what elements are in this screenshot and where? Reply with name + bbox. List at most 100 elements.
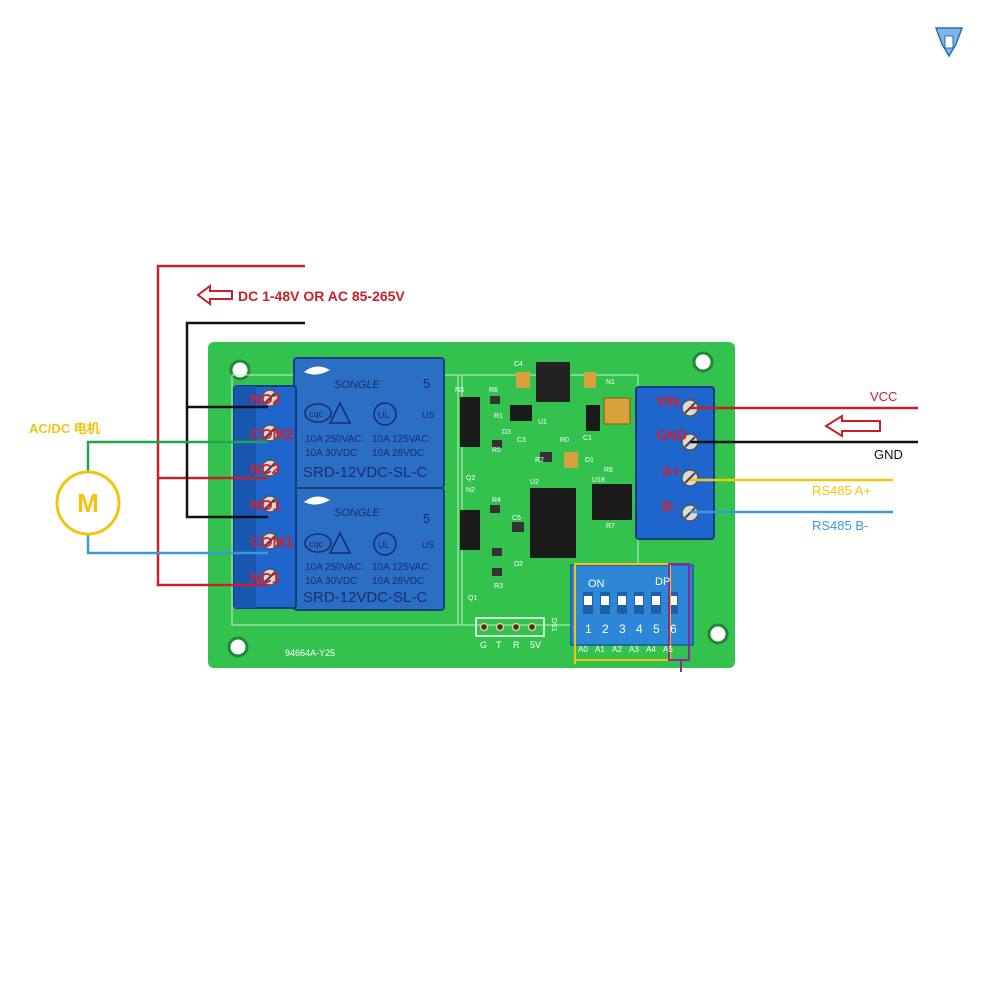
relay-spec: 10A 250VAC [305,434,362,445]
songle-logo-icon [304,496,330,505]
dip-slots [583,592,678,614]
relay-top: SONGLE 5 cqc UL US 10A 250VAC 10A 125VAC… [293,357,445,489]
component-label: R2 [535,457,544,464]
supply-arrow-icon [196,284,233,306]
component-label: R6 [489,387,498,394]
black-supply-wire [185,321,305,519]
component-label: D2 [514,561,523,568]
uart-pin-label: G [480,640,487,650]
component-label: R0 [560,437,569,444]
component-label: D1 [585,457,594,464]
terminal-label-b: B- [662,498,677,514]
relay-cert: cqc [309,409,324,419]
component-label: N3 [455,387,464,394]
dip-highlight-purple [668,563,690,661]
relay-spec: 10A 125VAC [372,434,429,445]
cqc-mark-icon [304,533,332,553]
component-label: C4 [514,361,523,368]
dip-slot[interactable] [668,592,678,614]
relay-spec: 10A 30VDC [305,448,357,459]
terminal-label-nc1: NC1 [250,570,280,587]
relay-bottom: SONGLE 5 cqc UL US 10A 250VAC 10A 125VAC… [293,487,445,611]
vcc-label: VCC [870,389,897,404]
component-label: R7 [606,523,615,530]
dip-address-label: A1 [595,645,605,654]
mount-hole [707,623,729,645]
dip-ds-label: DS1 [550,618,557,632]
component-label: R4 [492,497,501,504]
relay-spec: 10A 28VDC [372,448,424,459]
mount-hole [692,351,714,373]
left-terminal-screws [261,389,279,586]
right-terminal-labels: VIN GND A+ B- [656,393,687,514]
screw-icon [261,568,279,586]
uart-pin-label: R [513,640,520,650]
screw-icon [261,495,279,513]
relay-spec: 10A 250VAC [305,562,362,573]
screw-icon [681,469,699,487]
terminal-label-nc2: NC2 [250,461,280,478]
mount-hole [227,636,249,658]
regulator-chip [536,362,570,402]
relay-rating-top: 5 [423,376,430,391]
relay-brand: SONGLE [334,379,381,391]
dip-address-label: A3 [629,645,639,654]
component-label: U2 [530,479,539,486]
component-label: U18 [592,477,605,484]
relay-spec: 10A 28VDC [372,576,424,587]
dip-number-label: 2 [602,622,609,636]
rs485-a-label: RS485 A+ [812,483,871,498]
relay-model: SRD-12VDC-SL-C [303,589,427,606]
terminal-label-gnd: GND [656,427,687,443]
motor-label: AC/DC 电机 [29,421,100,436]
warning-triangle-icon [328,401,352,424]
red-supply-wire [156,264,305,587]
component-label: C1 [583,435,592,442]
terminal-label-no1: NO1 [250,497,281,514]
component-label: R1 [494,413,503,420]
relay-spec: 10A 125VAC [372,562,429,573]
relay-us: US [422,410,435,420]
blue-motor-wire [86,528,268,555]
component-label: D3 [502,429,511,436]
songle-logo-icon [304,366,330,375]
terminal-label-a: A+ [662,463,680,479]
dip-number-label: 3 [619,622,626,636]
component-label: R5 [492,447,501,454]
dip-number-label: 6 [670,622,677,636]
ic-chip-u18 [592,484,632,520]
dip-slot[interactable] [583,592,593,614]
motor-symbol-letter: M [77,488,99,518]
component-label: C3 [517,437,526,444]
ul-mark-icon [373,402,397,426]
terminal-label-vin: VIN [656,393,679,409]
dip-address-label: A5 [663,645,673,654]
supply-label: DC 1-48V OR AC 85-265V [238,288,405,304]
uart-header [475,617,545,637]
screw-icon [261,532,279,550]
dip-number-label: 1 [585,622,592,636]
relay-us: US [422,540,435,550]
dip-slot[interactable] [651,592,661,614]
component-label: R3 [494,583,503,590]
screw-icon [261,389,279,407]
component-label: N1 [606,379,615,386]
dip-slot[interactable] [634,592,644,614]
relay-model: SRD-12VDC-SL-C [303,464,427,481]
right-terminal-block [635,386,715,540]
left-wiring [86,264,305,587]
gnd-label: GND [874,447,903,462]
cqc-mark-icon [304,403,332,423]
component-label: Q1 [468,595,477,602]
relay-cert: cqc [309,539,324,549]
relay-ul: UL [378,540,390,550]
relay-ul: UL [378,410,390,420]
input-arrow-icon [824,414,881,438]
warning-triangle-icon [328,531,352,554]
dip-slot[interactable] [617,592,627,614]
screw-icon [261,424,279,442]
dip-slot[interactable] [600,592,610,614]
